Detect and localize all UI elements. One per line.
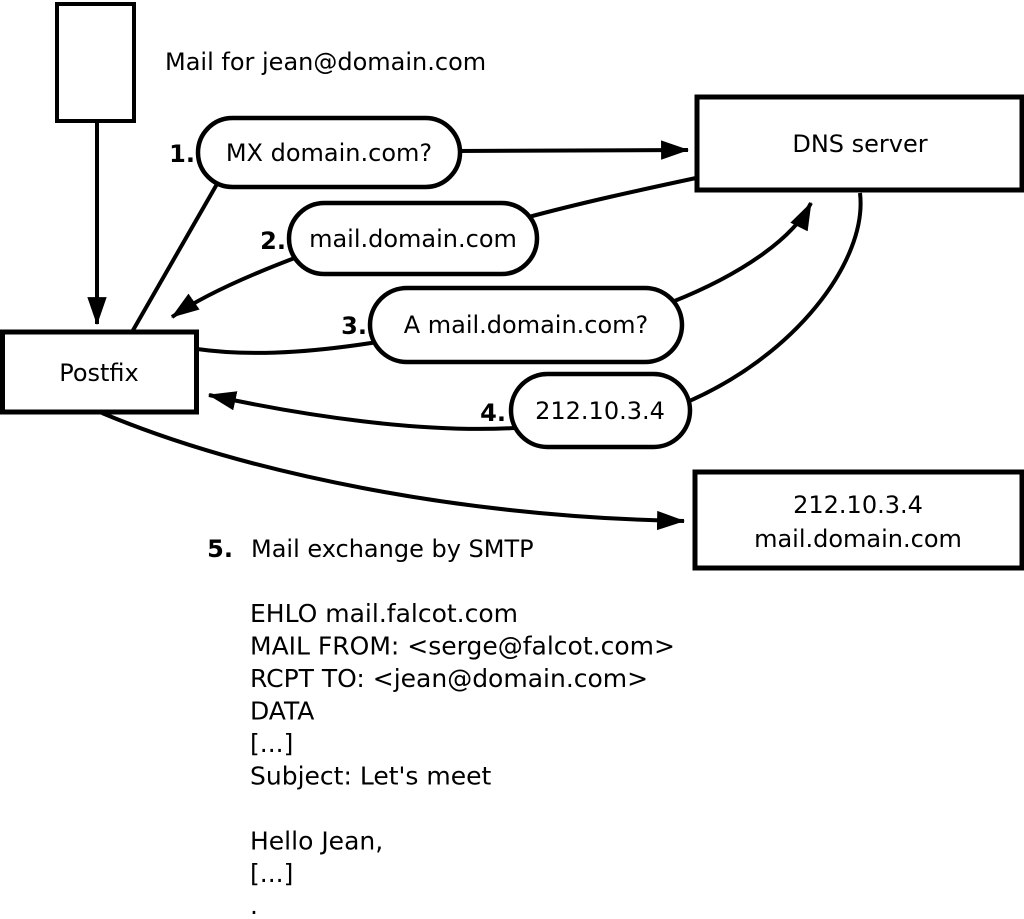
step-3-number: 3.	[341, 312, 367, 340]
arrow-reply-mx-to-postfix	[170, 254, 301, 319]
smtp-line: [...]	[250, 729, 293, 758]
dns-server-box	[694, 94, 1024, 193]
smtp-line: MAIL FROM: <serge@falcot.com>	[250, 632, 675, 661]
step-5-number: 5.	[207, 535, 233, 563]
smtp-exchange-label: Mail exchange by SMTP	[251, 535, 534, 563]
line-dns-to-reply-mx	[524, 176, 697, 220]
envelope-icon	[55, 2, 136, 123]
dns-server-label: DNS server	[792, 130, 927, 158]
smtp-line: [...]	[250, 859, 293, 888]
arrow-reply-a-to-postfix	[207, 391, 516, 431]
reply-a-label: 212.10.3.4	[535, 397, 665, 425]
query-mx-bubble	[195, 115, 463, 190]
step-4-number: 4.	[480, 399, 506, 427]
query-a-bubble	[367, 285, 685, 365]
mail-note: Mail for jean@domain.com	[165, 48, 486, 76]
line-postfix-to-query-mx	[130, 183, 219, 333]
arrow-query-a-to-dns	[671, 202, 813, 304]
arrow-smtp-to-mail-server	[101, 411, 686, 531]
line-postfix-to-query-a	[196, 338, 391, 355]
smtp-line: RCPT TO: <jean@domain.com>	[250, 664, 648, 693]
query-mx-label: MX domain.com?	[226, 139, 432, 167]
line-dns-to-reply-a	[679, 192, 863, 407]
query-a-label: A mail.domain.com?	[404, 311, 649, 339]
mail-server-ip: 212.10.3.4	[793, 491, 923, 519]
mail-server-hostname: mail.domain.com	[754, 525, 962, 553]
reply-mx-bubble	[286, 200, 540, 277]
step-2-number: 2.	[260, 227, 286, 255]
smtp-line: Subject: Let's meet	[250, 762, 491, 791]
postfix-label: Postfix	[59, 359, 139, 387]
reply-a-bubble	[508, 371, 693, 450]
smtp-line: .	[250, 891, 258, 919]
reply-mx-label: mail.domain.com	[309, 225, 517, 253]
smtp-line: Hello Jean,	[250, 827, 383, 856]
smtp-line: EHLO mail.falcot.com	[250, 599, 518, 628]
mail-server-box	[692, 469, 1024, 571]
step-1-number: 1.	[169, 140, 195, 168]
postfix-box	[0, 329, 199, 415]
arrow-query-mx-to-dns	[454, 140, 690, 160]
smtp-line: DATA	[250, 697, 314, 726]
